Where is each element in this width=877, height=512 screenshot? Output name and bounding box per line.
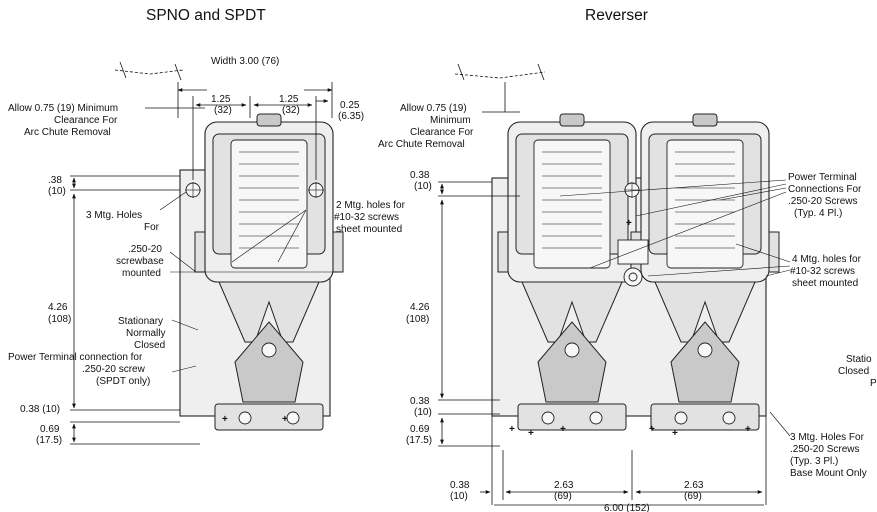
right-center-window	[617, 239, 649, 265]
svg-text:sheet mounted: sheet mounted	[336, 224, 402, 235]
svg-text:(Typ. 4 Pl.): (Typ. 4 Pl.)	[794, 208, 842, 219]
svg-text:+: +	[528, 428, 534, 439]
svg-text:(10): (10)	[48, 186, 66, 197]
svg-text:+: +	[282, 414, 288, 425]
svg-text:(Typ. 3 Pl.): (Typ. 3 Pl.)	[790, 456, 838, 467]
svg-text:3 Mtg. Holes For: 3 Mtg. Holes For	[790, 432, 865, 443]
svg-text:.250-20 Screws: .250-20 Screws	[790, 444, 859, 455]
left-dimensions	[70, 61, 333, 445]
svg-text:(32): (32)	[214, 105, 232, 116]
right-dimensions	[438, 63, 791, 506]
right-labels: Allow 0.75 (19) Minimum Clearance For Ar…	[378, 103, 877, 512]
svg-text:(10): (10)	[414, 407, 432, 418]
svg-text:Closed: Closed	[134, 340, 165, 351]
svg-text:0.25: 0.25	[340, 100, 360, 111]
svg-text:0.38 (10): 0.38 (10)	[20, 404, 60, 415]
svg-text:Connections For: Connections For	[788, 184, 862, 195]
svg-text:Arc Chute Removal: Arc Chute Removal	[24, 127, 111, 138]
svg-text:(17.5): (17.5)	[406, 435, 432, 446]
svg-text:#10-32 screws: #10-32 screws	[790, 266, 855, 277]
svg-text:(69): (69)	[554, 491, 572, 502]
svg-text:+: +	[222, 414, 228, 425]
svg-text:(108): (108)	[48, 314, 71, 325]
svg-text:P: P	[870, 378, 877, 389]
svg-text:+: +	[745, 424, 751, 435]
svg-text:(SPDT only): (SPDT only)	[96, 376, 150, 387]
svg-text:(32): (32)	[282, 105, 300, 116]
left-diagram-title: SPNO and SPDT	[146, 7, 266, 24]
svg-text:Clearance For: Clearance For	[54, 115, 118, 126]
svg-text:0.69: 0.69	[410, 424, 430, 435]
svg-text:.250-20 Screws: .250-20 Screws	[788, 196, 857, 207]
right-diagram-title: Reverser	[585, 7, 648, 24]
svg-text:Power Terminal connection for: Power Terminal connection for	[8, 352, 143, 363]
svg-text:(17.5): (17.5)	[36, 435, 62, 446]
svg-text:.250-20 screw: .250-20 screw	[82, 364, 146, 375]
svg-text:0.38: 0.38	[410, 170, 430, 181]
svg-text:sheet mounted: sheet mounted	[792, 278, 858, 289]
svg-text:4.26: 4.26	[410, 302, 430, 313]
left-labels: Width 3.00 (76) Allow 0.75 (19) Minimum …	[8, 56, 406, 446]
svg-text:For: For	[144, 222, 160, 233]
width-dimension: Width 3.00 (76)	[211, 56, 279, 67]
svg-text:(10): (10)	[450, 491, 468, 502]
svg-text:0.38: 0.38	[450, 480, 470, 491]
svg-text:0.38: 0.38	[410, 396, 430, 407]
svg-text:(10): (10)	[414, 181, 432, 192]
svg-text:Minimum: Minimum	[430, 115, 471, 126]
svg-text:1.25: 1.25	[211, 94, 231, 105]
svg-text:Allow 0.75 (19) Minimum: Allow 0.75 (19) Minimum	[8, 103, 118, 114]
svg-text:0.69: 0.69	[40, 424, 60, 435]
svg-text:(6.35): (6.35)	[338, 111, 364, 122]
svg-text:2.63: 2.63	[554, 480, 574, 491]
svg-text:Stationary: Stationary	[118, 316, 163, 327]
svg-text:Closed: Closed	[838, 366, 869, 377]
svg-text:Base Mount Only: Base Mount Only	[790, 468, 867, 479]
svg-text:2.63: 2.63	[684, 480, 704, 491]
svg-text:4.26: 4.26	[48, 302, 68, 313]
svg-text:(69): (69)	[684, 491, 702, 502]
svg-text:6.00 (152): 6.00 (152)	[604, 503, 650, 512]
svg-text:.38: .38	[48, 175, 62, 186]
svg-text:Statio: Statio	[846, 354, 872, 365]
svg-text:mounted: mounted	[122, 268, 161, 279]
svg-text:4 Mtg. holes for: 4 Mtg. holes for	[792, 254, 862, 265]
svg-text:Power Terminal: Power Terminal	[788, 172, 857, 183]
svg-text:Clearance For: Clearance For	[410, 127, 474, 138]
right-contactor-drawing: + + + + + + +	[491, 113, 780, 439]
svg-text:(108): (108)	[406, 314, 429, 325]
svg-text:+: +	[649, 424, 655, 435]
svg-text:#10-32 screws: #10-32 screws	[334, 212, 399, 223]
svg-text:+: +	[672, 428, 678, 439]
svg-text:3 Mtg. Holes: 3 Mtg. Holes	[86, 210, 142, 221]
svg-text:2 Mtg. holes for: 2 Mtg. holes for	[336, 200, 406, 211]
svg-text:1.25: 1.25	[279, 94, 299, 105]
svg-text:screwbase: screwbase	[116, 256, 164, 267]
svg-text:+: +	[509, 424, 515, 435]
svg-text:+: +	[626, 218, 632, 229]
svg-text:+: +	[560, 424, 566, 435]
svg-text:Allow 0.75 (19): Allow 0.75 (19)	[400, 103, 467, 114]
svg-text:Normally: Normally	[126, 328, 165, 339]
svg-text:Arc Chute Removal: Arc Chute Removal	[378, 139, 465, 150]
svg-text:.250-20: .250-20	[128, 244, 162, 255]
